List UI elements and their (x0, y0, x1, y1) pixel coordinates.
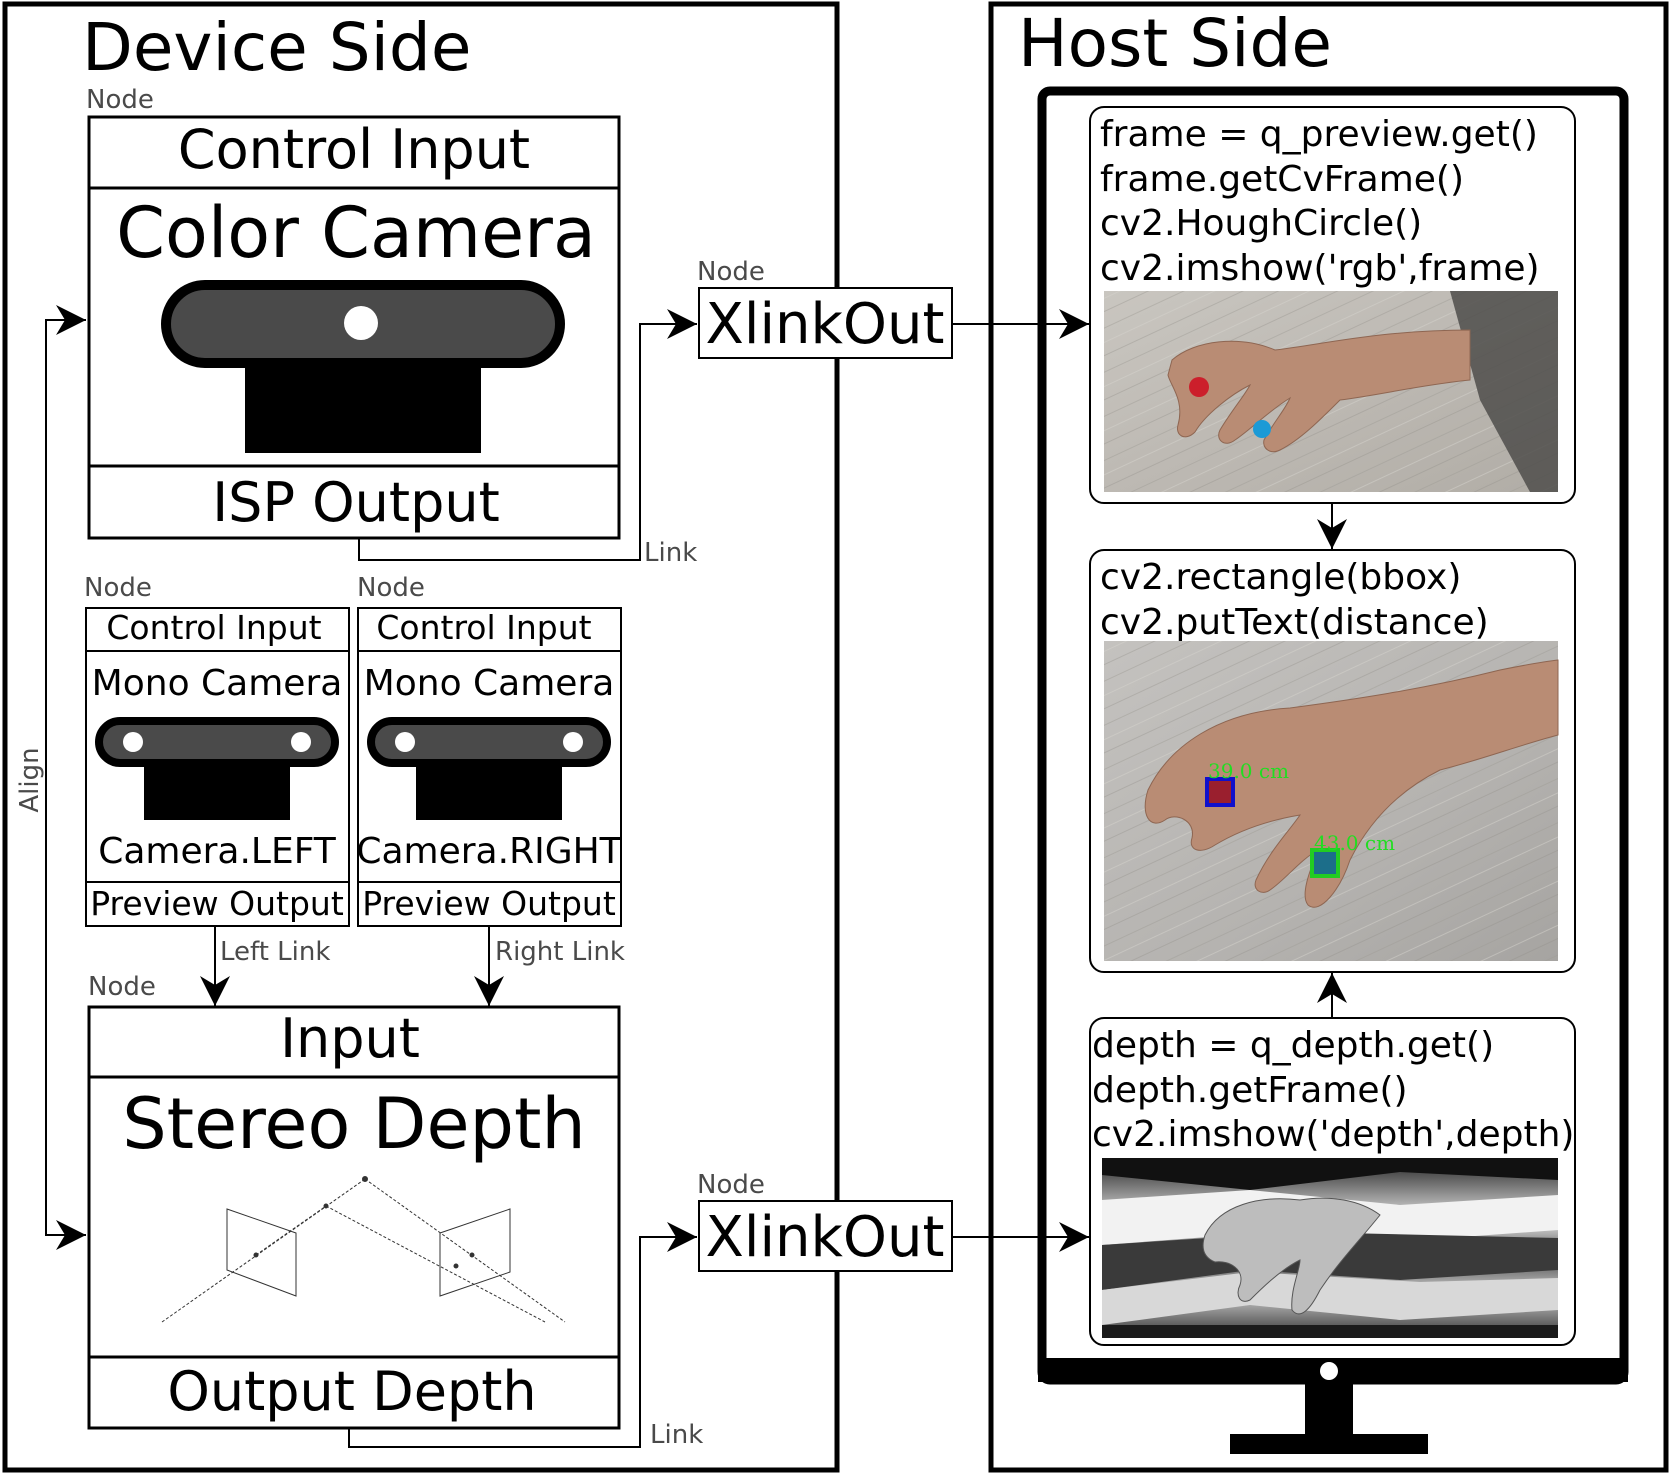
align-label: Align (15, 747, 45, 812)
annotated-panel: cv2.rectangle(bbox) cv2.putText(distance… (1089, 549, 1576, 973)
mono-camera-left-node[interactable]: Node Control Input Mono Camera Camera.LE… (84, 573, 350, 927)
code-line: depth.getFrame() (1092, 1070, 1408, 1111)
mono-camera-title: Mono Camera (364, 663, 615, 704)
distance-label: 39.0 cm (1208, 759, 1289, 783)
preview-output-label: Preview Output (362, 884, 616, 923)
code-line: cv2.imshow('depth',depth) (1092, 1114, 1574, 1155)
depth-link-connector: Link (348, 1222, 703, 1450)
code-line: frame.getCvFrame() (1100, 159, 1464, 200)
node-label: Node (88, 972, 156, 1002)
camera-socket-label: Camera.RIGHT (356, 831, 622, 872)
node-label: Node (357, 573, 425, 603)
mono-camera-icon (367, 717, 611, 820)
red-marker (1189, 377, 1209, 397)
host-side-panel: Host Side (988, 1, 1669, 1473)
camera-socket-label: Camera.LEFT (98, 831, 337, 872)
xlinkout-top-node[interactable]: Node XlinkOut (697, 257, 953, 359)
right-link-connector: Right Link (474, 926, 625, 1006)
depth-map-image (1102, 1158, 1558, 1338)
node-label: Node (697, 1170, 765, 1200)
device-side-panel: Device Side (2, 1, 840, 1473)
color-camera-title: Color Camera (116, 192, 596, 274)
code-line: cv2.imshow('rgb',frame) (1100, 248, 1540, 289)
node-label: Node (86, 85, 154, 115)
code-line: depth = q_depth.get() (1092, 1025, 1494, 1066)
left-link-connector: Left Link (200, 926, 330, 1006)
control-input-label: Control Input (376, 608, 591, 647)
right-link-label: Right Link (495, 937, 625, 967)
mono-camera-title: Mono Camera (92, 663, 343, 704)
code-line: cv2.putText(distance) (1100, 602, 1489, 643)
output-depth-label: Output Depth (167, 1360, 536, 1423)
isp-link-connector: Link (358, 309, 697, 568)
annotated-image: 39.0 cm 43.0 cm (1104, 641, 1559, 961)
preview-panel: frame = q_preview.get() frame.getCvFrame… (1089, 106, 1576, 504)
stereo-depth-node[interactable]: Node Input Stereo Depth Output Depth (87, 972, 621, 1430)
device-side-title: Device Side (82, 9, 471, 86)
isp-link-label: Link (644, 538, 697, 568)
monitor-icon (1037, 86, 1629, 1454)
node-label: Node (697, 257, 765, 287)
blue-marker (1253, 420, 1271, 438)
control-input-label: Control Input (178, 118, 530, 181)
rgb-preview-image (1104, 291, 1558, 492)
depth-panel: depth = q_depth.get() depth.getFrame() c… (1089, 1017, 1576, 1346)
xlinkout-top-label: XlinkOut (706, 292, 945, 357)
mono-camera-icon (95, 717, 339, 820)
isp-output-label: ISP Output (212, 471, 500, 534)
preview-output-label: Preview Output (90, 884, 344, 923)
depth-link-label: Link (650, 1420, 703, 1450)
code-line: cv2.rectangle(bbox) (1100, 557, 1461, 598)
color-camera-icon (161, 280, 565, 453)
mono-camera-right-node[interactable]: Node Control Input Mono Camera Camera.RI… (356, 573, 623, 927)
bbox-red (1205, 777, 1235, 807)
color-camera-node[interactable]: Node Control Input Color Camera ISP Outp… (86, 85, 621, 540)
stereo-depth-title: Stereo Depth (122, 1083, 586, 1165)
align-connector: Align (15, 305, 86, 1250)
left-link-label: Left Link (220, 937, 330, 967)
host-side-title: Host Side (1018, 5, 1332, 82)
bbox-blue (1310, 848, 1340, 878)
distance-label: 43.0 cm (1314, 831, 1395, 855)
xlinkout-bottom-node[interactable]: Node XlinkOut (697, 1170, 953, 1272)
input-label: Input (280, 1007, 420, 1070)
node-label: Node (84, 573, 152, 603)
stereo-geometry-icon (161, 1176, 566, 1323)
control-input-label: Control Input (106, 608, 321, 647)
code-line: cv2.HoughCircle() (1100, 203, 1422, 244)
xlinkout-bottom-label: XlinkOut (706, 1205, 945, 1270)
code-line: frame = q_preview.get() (1100, 114, 1538, 155)
